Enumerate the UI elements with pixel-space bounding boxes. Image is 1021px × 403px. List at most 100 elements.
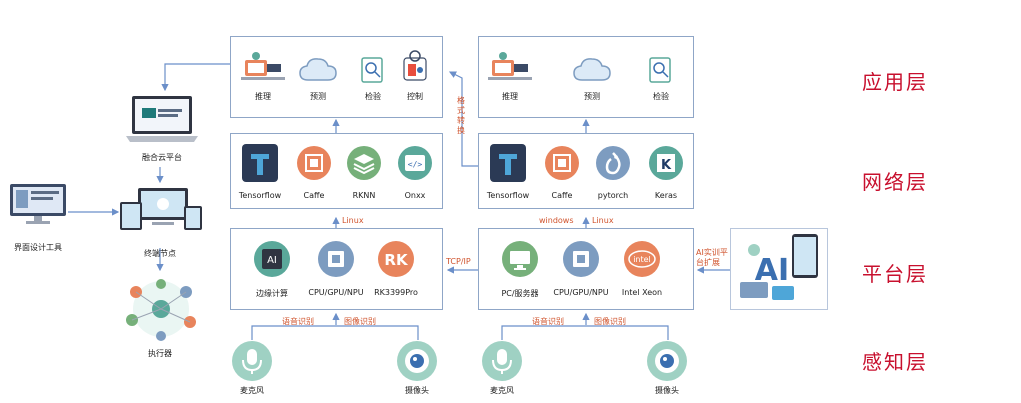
edge-mic-label: 麦克风	[240, 386, 264, 395]
svg-text:</>: </>	[408, 160, 423, 169]
layer-title-platform: 平台层	[862, 262, 928, 286]
server-cpu-icon	[562, 240, 600, 282]
rk-chip-icon: RK	[378, 241, 414, 277]
edge-inspect-label: 检验	[365, 92, 381, 101]
robot-arm-icon	[241, 52, 285, 80]
design-tool-monitor	[8, 182, 68, 226]
edge-predict-label: 预测	[310, 92, 326, 101]
server-infer-label: 推理	[502, 92, 518, 101]
caffe-icon	[545, 146, 579, 180]
edge-camera-icon	[396, 340, 438, 386]
edge-control-label: 控制	[407, 92, 423, 101]
ai-training-label: AI实训平 台扩展	[696, 248, 728, 268]
server-inspect-icon	[648, 56, 674, 88]
ai-training-line-1: AI实训平	[696, 248, 728, 257]
executor-label: 执行器	[148, 349, 172, 358]
iot-cluster-icon	[126, 279, 196, 341]
server-pc-icon	[501, 240, 539, 282]
edge-rknn-icon	[346, 145, 382, 185]
camera-lens-icon	[397, 341, 437, 381]
format-char-2: 式	[457, 106, 465, 115]
server-inspect-label: 检验	[653, 92, 669, 101]
edge-tensorflow-label: Tensorflow	[238, 191, 282, 200]
server-voice-label: 语音识别	[532, 317, 564, 326]
edge-image-label: 图像识别	[344, 317, 376, 326]
format-char-1: 格	[457, 96, 465, 105]
fusion-cloud-laptop	[124, 94, 200, 146]
layer-title-app: 应用层	[862, 70, 928, 94]
rk-badge-text: RK	[384, 251, 409, 269]
edge-camera-label: 摄像头	[405, 386, 429, 395]
format-char-4: 换	[457, 126, 465, 135]
server-keras-icon: K	[648, 145, 684, 185]
fusion-cloud-label: 融合云平台	[142, 153, 182, 162]
cpu-icon	[318, 241, 354, 277]
microphone-icon	[482, 341, 522, 381]
server-predict-icon	[572, 56, 612, 86]
server-pytorch-icon	[595, 145, 631, 185]
camera-lens-icon	[647, 341, 687, 381]
design-tool-label: 界面设计工具	[14, 243, 62, 252]
server-image-label: 图像识别	[594, 317, 626, 326]
edge-rk-icon: RK	[377, 240, 415, 282]
cloud-icon	[573, 58, 611, 81]
pc-server-icon	[502, 241, 538, 277]
edge-rk-label: RK3399Pro	[374, 288, 418, 297]
onnx-control-icon	[403, 50, 427, 81]
document-search-icon	[361, 57, 383, 83]
ai-training-line-2: 台扩展	[696, 258, 720, 267]
edge-mic-icon	[231, 340, 273, 386]
tensorflow-icon	[242, 144, 278, 182]
server-keras-label: Keras	[654, 191, 678, 200]
edge-os-label: Linux	[342, 216, 364, 225]
server-xeon-label: Intel Xeon	[621, 288, 663, 297]
server-os-linux-label: Linux	[592, 216, 614, 225]
edge-predict-icon	[298, 56, 338, 86]
server-pc-label: PC/服务器	[501, 289, 539, 298]
tcpip-label: TCP/IP	[446, 257, 471, 266]
server-predict-label: 预测	[584, 92, 600, 101]
server-camera-label: 摄像头	[655, 386, 679, 395]
edge-tensorflow-icon	[242, 144, 278, 186]
layer-title-network: 网络层	[862, 170, 928, 194]
microphone-icon	[232, 341, 272, 381]
server-os-windows-label: windows	[539, 216, 574, 225]
server-caffe-label: Caffe	[551, 191, 573, 200]
intel-chip-icon: intel	[624, 241, 660, 277]
keras-icon: K	[649, 146, 683, 180]
server-tensorflow-label: Tensorflow	[486, 191, 530, 200]
edge-caffe-label: Caffe	[303, 191, 325, 200]
tensorflow-icon	[490, 144, 526, 182]
server-pytorch-label: pytorch	[597, 191, 629, 200]
server-mic-icon	[481, 340, 523, 386]
edge-control-icon	[400, 50, 430, 88]
ai-chip-icon: AI	[254, 241, 290, 277]
ai-training-graphic: AI	[736, 232, 824, 310]
edge-inspect-icon	[360, 56, 386, 88]
ai-platform-icon: AI	[740, 234, 818, 300]
laptop-icon	[126, 96, 198, 142]
edge-infer-label: 推理	[255, 92, 271, 101]
intel-badge-text: intel	[633, 255, 651, 264]
server-mic-label: 麦克风	[490, 386, 514, 395]
terminal-node-label: 终端节点	[144, 249, 176, 258]
svg-text:K: K	[661, 158, 672, 173]
robot-arm-icon	[488, 52, 532, 80]
edge-onxx-label: Onxx	[404, 191, 426, 200]
server-tensorflow-icon	[490, 144, 526, 186]
terminal-devices	[118, 186, 206, 240]
edge-onxx-icon: </>	[397, 145, 433, 185]
cpu-icon	[563, 241, 599, 277]
edge-compute-label: 边缘计算	[256, 289, 288, 298]
layer-title-perception: 感知层	[862, 350, 928, 374]
document-search-icon	[649, 57, 671, 83]
executor-cluster	[118, 276, 204, 342]
caffe-icon	[297, 146, 331, 180]
edge-cpu-icon	[317, 240, 355, 282]
ai-badge-text: AI	[267, 255, 277, 266]
devices-icon	[120, 188, 202, 230]
edge-ai-icon: AI	[253, 240, 291, 282]
code-window-icon: </>	[398, 146, 432, 180]
cloud-icon	[299, 58, 337, 81]
